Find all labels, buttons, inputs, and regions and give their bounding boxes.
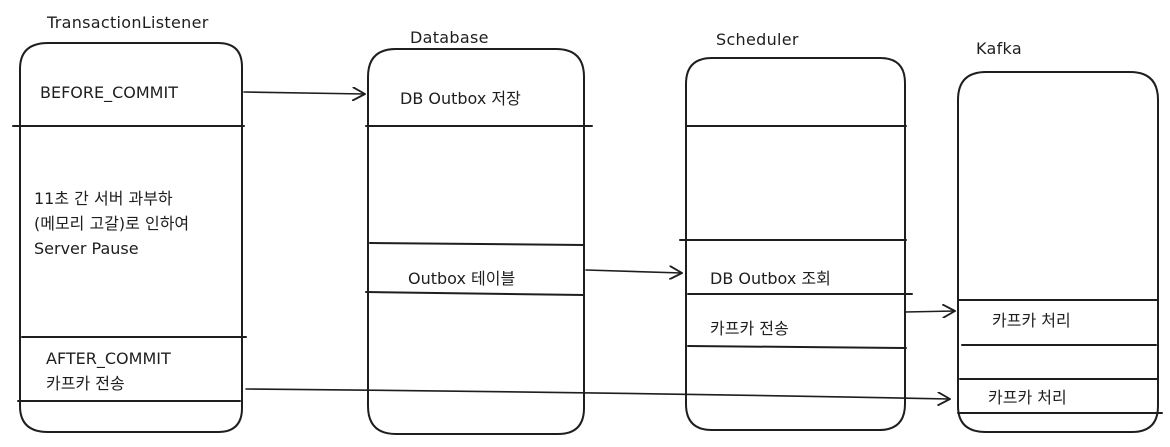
listener-box: [12, 42, 247, 433]
outbox-table-label: Outbox 테이블: [408, 269, 515, 288]
kafka-box: [957, 71, 1163, 433]
scheduler-kafka-send-label: 카프카 전송: [710, 319, 789, 338]
scheduler-title: Scheduler: [716, 30, 799, 49]
kafka-process-label-2: 카프카 처리: [988, 388, 1067, 407]
db-outbox-query-label: DB Outbox 조회: [710, 269, 831, 288]
pause-text-line3: Server Pause: [34, 239, 139, 258]
db-outbox-save-label: DB Outbox 저장: [400, 89, 521, 108]
arrow-before-commit-to-db: [243, 92, 365, 94]
database-box: [365, 48, 593, 435]
pause-text-line2: (메모리 고갈)로 인하여: [34, 214, 189, 233]
database-divider-3: [365, 291, 585, 296]
scheduler-divider-4: [687, 345, 907, 349]
kafka-process-label-1: 카프카 처리: [992, 311, 1071, 330]
after-commit-send-label: 카프카 전송: [46, 374, 125, 393]
arrow-outbox-to-scheduler: [585, 270, 682, 273]
pause-text-line1: 11초 간 서버 과부하: [34, 189, 173, 208]
scheduler-box: [679, 57, 913, 431]
before-commit-label: BEFORE_COMMIT: [40, 83, 178, 103]
arrow-after-commit-to-kafka: [245, 388, 950, 399]
arrow-scheduler-to-kafka: [904, 311, 955, 312]
database-title: Database: [410, 28, 489, 47]
database-divider-2: [369, 242, 585, 246]
kafka-title: Kafka: [976, 39, 1022, 58]
after-commit-label: AFTER_COMMIT: [46, 349, 171, 369]
listener-title: TransactionListener: [46, 13, 209, 32]
